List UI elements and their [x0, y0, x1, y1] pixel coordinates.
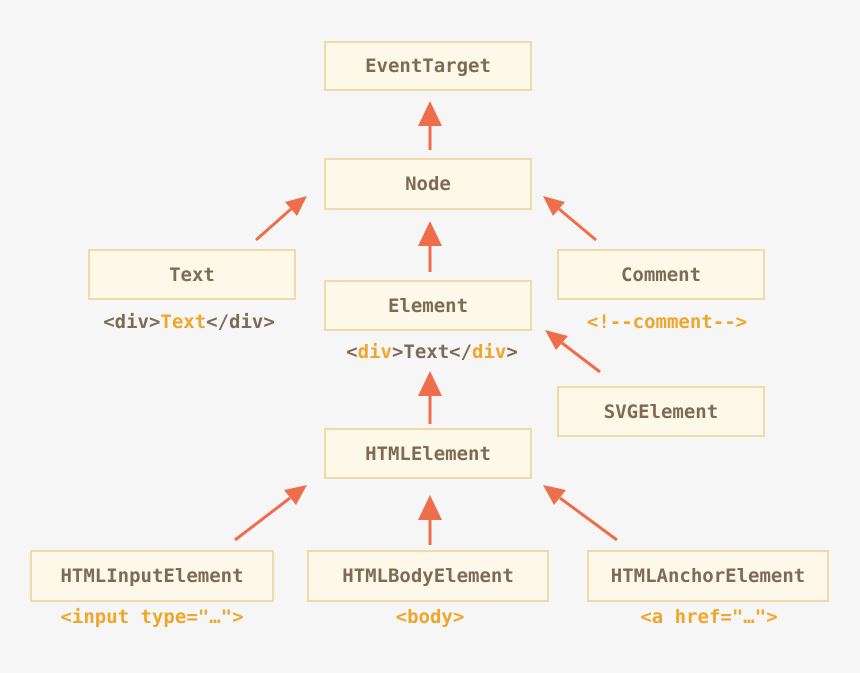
arrowhead-icon — [545, 330, 568, 350]
text-example-open: <div> — [103, 311, 161, 333]
node-node: Node — [324, 158, 532, 210]
eventtarget-node: EventTarget — [324, 41, 532, 91]
element-example-tag: div — [357, 341, 392, 363]
arrowhead-icon — [543, 196, 565, 216]
element-example-part: < — [346, 341, 358, 363]
arrowhead-icon — [418, 221, 442, 246]
element-example-part: >Text</ — [391, 341, 473, 363]
htmlelement-node: HTMLElement — [324, 428, 532, 479]
arrow-comment-to-node — [558, 207, 597, 242]
text-example-highlight: Text — [160, 311, 207, 333]
arrowhead-icon — [285, 196, 307, 216]
element-node: Element — [324, 280, 532, 331]
htmlinput-example: <input type="…"> — [60, 606, 244, 628]
element-example-tag: div — [472, 341, 507, 363]
htmlinputelement-node: HTMLInputElement — [30, 550, 274, 602]
text-node: Text — [88, 249, 296, 300]
arrow-svgelement-to-element — [561, 341, 601, 374]
text-example-close: </div> — [206, 311, 275, 333]
arrowhead-icon — [418, 371, 442, 396]
comment-example: <!--comment--> — [586, 311, 748, 333]
arrowhead-icon — [418, 101, 442, 126]
arrowhead-icon — [543, 485, 566, 505]
htmlanchorelement-node: HTMLAnchorElement — [587, 550, 829, 602]
arrowhead-icon — [418, 495, 442, 520]
arrowhead-icon — [284, 485, 307, 505]
htmlbody-example: <body> — [395, 606, 465, 628]
arrow-text-to-node — [255, 207, 292, 242]
text-example: <div>Text</div> — [103, 311, 275, 333]
svgelement-node: SVGElement — [557, 386, 765, 437]
arrow-htmlanchor-to-htmlelement — [559, 496, 618, 542]
comment-node: Comment — [557, 249, 765, 300]
htmlbodyelement-node: HTMLBodyElement — [307, 550, 549, 602]
htmlanchor-example: <a href="…"> — [640, 606, 778, 628]
element-example-part: > — [506, 341, 518, 363]
arrow-htmlinput-to-htmlelement — [234, 496, 291, 542]
element-example: <div>Text</div> — [346, 341, 518, 363]
